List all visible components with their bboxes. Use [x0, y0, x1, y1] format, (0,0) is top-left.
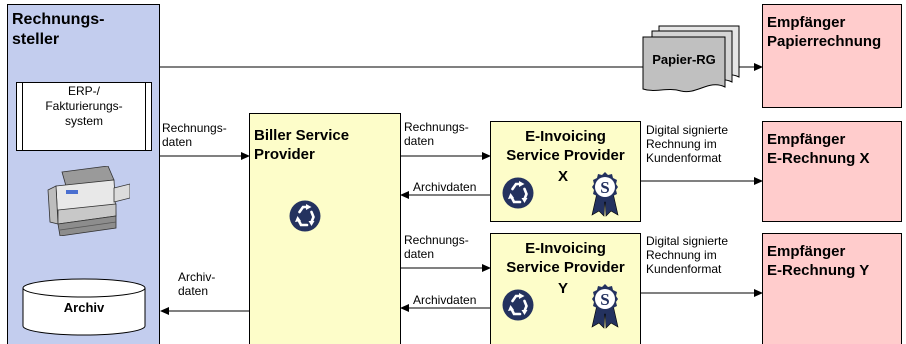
receiver-paper-box: [762, 4, 902, 108]
paper-invoice-label: Papier-RG: [652, 52, 716, 67]
receiver-paper-label: Empfänger Papierrechnung: [767, 14, 882, 50]
seal-ribbon-icon: S: [591, 172, 619, 217]
flow-label-sender-to-biller: Rechnungs- daten: [162, 121, 227, 149]
printer-icon: [47, 166, 130, 236]
recycle-icon: [502, 177, 534, 209]
flow-label-y-to-receiver: Digital signierte Rechnung im Kundenform…: [646, 234, 729, 276]
flow-label-biller-to-sender: Archiv- daten: [178, 270, 216, 298]
recycle-icon: [289, 200, 321, 232]
erp-system-box: ERP-/ Fakturierungs- system: [16, 82, 152, 151]
seal-ribbon-icon: S: [591, 284, 619, 329]
receiver-y-box: [762, 233, 902, 344]
flow-label-x-to-receiver: Digital signierte Rechnung im Kundenform…: [646, 123, 729, 165]
sender-title: Rechnungs- steller: [12, 11, 105, 48]
einvoicing-x-title: E-Invoicing Service Provider: [506, 128, 625, 164]
receiver-x-box: [762, 121, 902, 222]
receiver-x-label: Empfänger E-Rechnung X: [767, 131, 870, 167]
paper-stack-icon: [642, 25, 740, 93]
svg-text:S: S: [600, 290, 609, 309]
receiver-y-label: Empfänger E-Rechnung Y: [767, 243, 870, 279]
einvoicing-y-title: E-Invoicing Service Provider: [506, 240, 625, 276]
svg-text:S: S: [600, 178, 609, 197]
archive-label: Archiv: [63, 300, 105, 315]
flow-label-biller-to-y: Rechnungs- daten: [404, 233, 469, 261]
biller-title: Biller Service Provider: [254, 127, 350, 163]
flow-label-y-to-biller: Archivdaten: [413, 293, 477, 307]
recycle-icon: [502, 289, 534, 321]
flow-label-biller-to-x: Rechnungs- daten: [404, 120, 469, 148]
flow-label-x-to-biller: Archivdaten: [413, 180, 477, 194]
database-cylinder-icon: [22, 278, 146, 336]
einvoicing-y-id: Y: [558, 280, 569, 297]
einvoicing-x-id: X: [558, 168, 569, 185]
biller-service-provider-box: [249, 113, 401, 344]
erp-system-label: ERP-/ Fakturierungs- system: [45, 84, 123, 128]
